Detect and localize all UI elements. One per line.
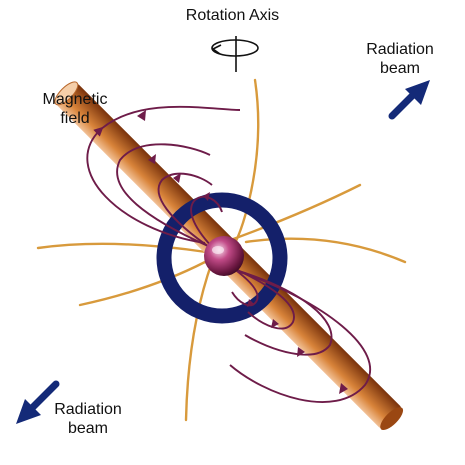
magnetic-field-label: Magnetic field [30, 90, 120, 128]
star-highlight [212, 246, 224, 254]
arrow-icon-bottom [16, 380, 60, 424]
magnetic-field-lines [86, 105, 372, 403]
magnetic-ring [156, 192, 288, 324]
rotation-arrow-icon [211, 36, 259, 72]
field-arrow-heads [137, 110, 348, 394]
radiation-beam-top-line2: beam [379, 60, 421, 77]
radiation-beam-bottom-label: Radiation beam [50, 400, 126, 438]
magnetic-field-label-line1: Magnetic [42, 91, 108, 108]
arrow-icon-top [388, 80, 430, 120]
radiation-beam-top-line1: Radiation [366, 41, 434, 58]
radiation-beam-bottom-line2: beam [67, 420, 109, 437]
radiation-beam-bottom-line1: Radiation [54, 401, 122, 418]
radiation-beam-top-label: Radiation beam [362, 40, 438, 78]
neutron-star [204, 236, 244, 276]
rotation-axis-label: Rotation Axis [185, 7, 280, 24]
magnetic-field-label-line2: field [60, 110, 90, 127]
